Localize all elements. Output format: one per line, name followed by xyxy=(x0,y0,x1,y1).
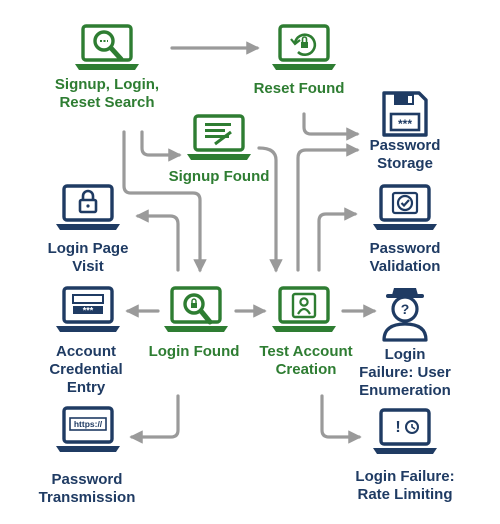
connector-search-to-login xyxy=(122,130,207,273)
connector-login-to-visit xyxy=(135,209,180,272)
node-signup-login-reset-search-label: Signup, Login,Reset Search xyxy=(54,76,160,111)
connector-test-to-rate-limiting xyxy=(320,394,362,444)
svg-text:?: ? xyxy=(401,301,410,317)
connector-test-to-validation xyxy=(317,207,358,272)
laptop-alert-timer-icon: ! xyxy=(373,408,437,454)
laptop-search-icon xyxy=(75,24,139,70)
node-signup-found-label: Signup Found xyxy=(168,168,270,185)
laptop-https-icon: https:// xyxy=(56,406,120,452)
node-login-failure-rate-limiting-label: Login Failure:Rate Limiting xyxy=(355,468,455,503)
connector-search-to-signup xyxy=(140,130,182,162)
laptop-search-icon xyxy=(164,286,228,332)
laptop-lock-icon xyxy=(56,184,120,230)
laptop-form-icon xyxy=(187,114,251,160)
node-reset-found-label: Reset Found xyxy=(253,80,345,97)
laptop-credentials-icon: *** xyxy=(56,286,120,332)
spy-user-icon: ? xyxy=(382,288,428,342)
connector-signup-to-test xyxy=(257,146,283,273)
svg-text:***: *** xyxy=(398,117,412,131)
laptop-user-icon xyxy=(272,286,336,332)
connector-test-to-storage xyxy=(296,143,360,272)
floppy-disk-icon: *** xyxy=(382,91,428,137)
connector-reset-to-storage xyxy=(302,112,360,141)
https-text: https:// xyxy=(74,419,103,429)
svg-text:***: *** xyxy=(83,306,94,316)
connector-login-to-transmission xyxy=(129,394,180,444)
node-login-found-label: Login Found xyxy=(148,343,240,360)
alert-icon: ! xyxy=(395,419,400,436)
laptop-reset-icon xyxy=(272,24,336,70)
laptop-check-icon xyxy=(373,184,437,230)
